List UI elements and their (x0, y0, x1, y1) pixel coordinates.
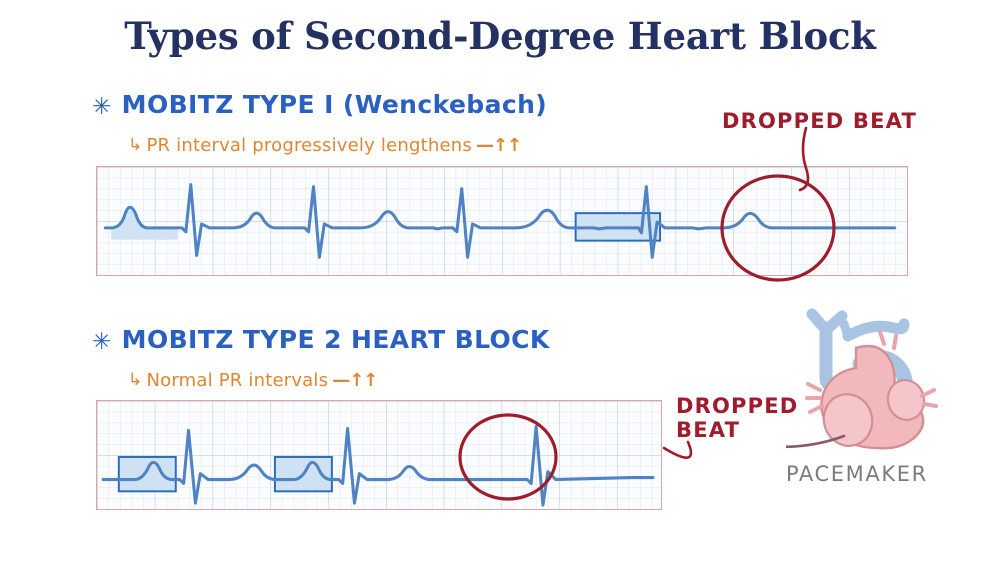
section-heading-mobitz-2: ✳ MOBITZ TYPE 2 HEART BLOCK (92, 325, 550, 354)
ecg-trace-path-1 (103, 183, 897, 259)
dropped-beat-leader-2 (662, 440, 693, 459)
left-atrium (822, 393, 874, 447)
dropped-beat-label-2: DROPPED BEAT (676, 394, 799, 442)
note-text: Normal PR intervals (146, 370, 329, 391)
section-heading-label: MOBITZ TYPE I (Wenckebach) (121, 90, 548, 119)
pacemaker-lead-wire (786, 434, 846, 449)
asterisk-bullet-icon: ✳ (92, 94, 112, 120)
dropped-beat-line: DROPPED BEAT (722, 109, 918, 133)
section-heading-mobitz-1: ✳ MOBITZ TYPE I (Wenckebach) (92, 90, 547, 119)
ecg-grid-2 (97, 401, 661, 509)
ecg-strip-mobitz-2 (96, 400, 662, 510)
asterisk-bullet-icon: ✳ (92, 329, 112, 355)
note-mobitz-2: ↳ Normal PR intervals —↑↑ (128, 370, 378, 391)
hook-arrow-icon: ↳ (128, 370, 143, 390)
note-mobitz-1: ↳ PR interval progressively lengthens —↑… (128, 135, 522, 156)
heart-anatomy-icon (786, 308, 938, 450)
ecg-trace-path-2 (101, 425, 655, 507)
ecg-waveform-2 (101, 425, 655, 507)
up-arrows-icon: —↑↑ (475, 135, 522, 156)
note-text: PR interval progressively lengthens (146, 135, 472, 156)
ecg-waveform-1 (103, 183, 897, 259)
page-title: Types of Second-Degree Heart Block (124, 14, 876, 58)
pr-interval-box-beat1 (117, 455, 177, 493)
pacemaker-label: PACEMAKER (786, 462, 928, 486)
pr-interval-shade-beat1 (111, 207, 178, 240)
ecg-strip-mobitz-1 (96, 166, 908, 276)
dropped-beat-line: DROPPED (676, 394, 799, 418)
dropped-beat-line: BEAT (676, 417, 741, 442)
hook-arrow-icon: ↳ (128, 135, 143, 155)
up-arrows-icon: —↑↑ (332, 370, 378, 391)
dropped-beat-label-1: DROPPED BEAT (722, 109, 918, 134)
pulmonary-artery-vessel (842, 318, 910, 342)
section-heading-label: MOBITZ TYPE 2 HEART BLOCK (121, 325, 550, 354)
